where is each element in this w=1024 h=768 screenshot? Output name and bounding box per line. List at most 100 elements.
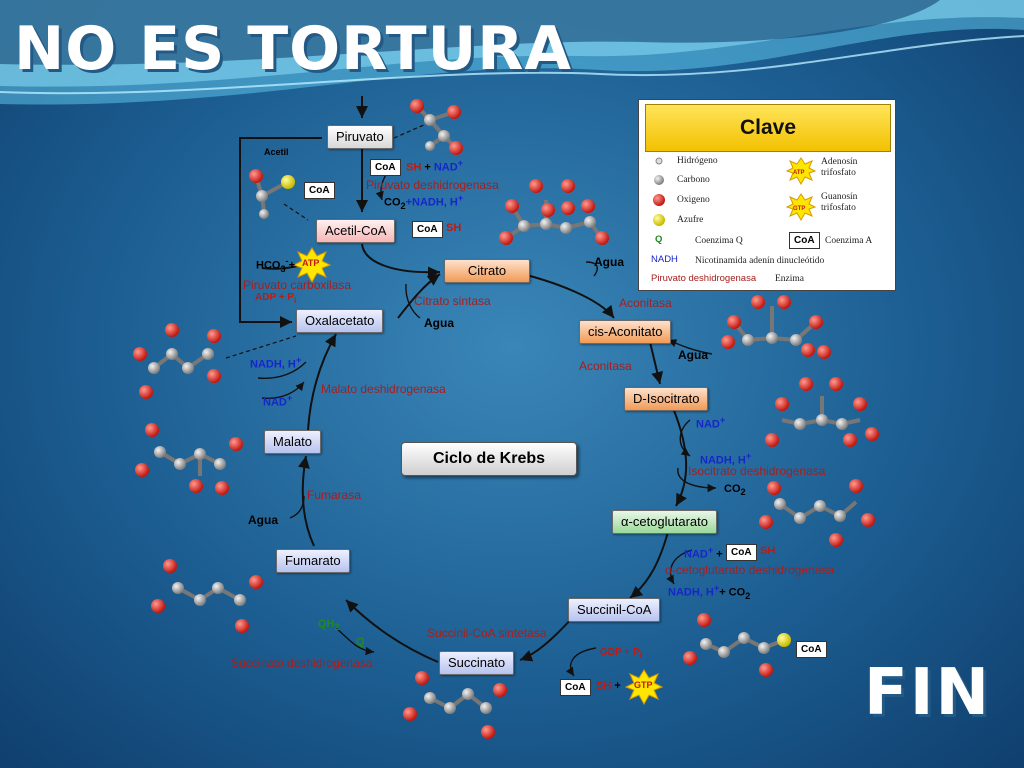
- legend-enzyme-example: Piruvato deshidrogenasa: [651, 273, 757, 284]
- label-gdp-pi: GDP + Pi: [600, 647, 642, 660]
- co2-isocitrato-text: CO: [724, 483, 741, 495]
- label-nadh-co2: NADH, H++ CO2: [668, 583, 751, 601]
- label-q: Q: [356, 636, 365, 648]
- enzyme-aconitasa-1: Aconitasa: [619, 296, 672, 310]
- metabolite-fumarato: Fumarato: [276, 549, 350, 573]
- metabolite-d-isocitrato: D-Isocitrato: [624, 387, 709, 411]
- legend-azufre: Azufre: [677, 215, 704, 225]
- legend-atp-text: ATP: [793, 170, 805, 176]
- label-atp-burst: ATP: [302, 258, 320, 268]
- label-co2-isocitrato: CO2: [724, 483, 746, 498]
- label-nad-cetoglutarato: NAD+ +: [684, 545, 723, 561]
- legend-nadh-symbol: NADH: [651, 254, 678, 265]
- cycle-arrows: [239, 96, 688, 663]
- metabolite-piruvato: Piruvato: [327, 125, 393, 149]
- nadh-isocitrato-text: NADH, H: [700, 454, 746, 467]
- nadh-ceto-text: NADH, H: [668, 586, 714, 599]
- label-agua-citrato: Agua: [594, 255, 624, 269]
- label-hco3: HCO3-+: [256, 256, 296, 274]
- coa-tag-piruvato: CoA: [370, 159, 401, 176]
- enzyme-succinato-deshidrogenasa: Succinato deshidrogenasa: [231, 656, 373, 670]
- metabolite-alfa-cetoglutarato: α-cetoglutarato: [612, 510, 718, 534]
- molecule-oxalacetato: [152, 352, 210, 370]
- metabolite-succinato: Succinato: [439, 651, 515, 675]
- sh-text: SH: [406, 161, 422, 174]
- metabolite-oxalacetato: Oxalacetato: [296, 309, 384, 333]
- label-sh-plus: SH +: [596, 680, 621, 692]
- label-nadh-malato: NADH, H+: [250, 355, 302, 371]
- wave-banner: [0, 0, 1024, 105]
- nadh-malato-text: NADH, H: [250, 358, 296, 371]
- legend-title: Clave: [645, 104, 891, 152]
- coa-tag-succinato: CoA: [560, 679, 591, 696]
- label-adp-pi: ADP + Pi: [255, 292, 297, 305]
- legend-hidrogeno: Hidrógeno: [677, 156, 718, 166]
- legend-q-symbol: Q: [655, 234, 663, 245]
- legend-gtp-desc-2: trifosfato: [821, 203, 856, 213]
- legend-gtp-desc-1: Guanosín: [821, 192, 858, 202]
- nadh-h-text: +NADH, H: [405, 196, 458, 209]
- legend-carbono: Carbono: [677, 175, 710, 185]
- coa-tag-succinil: CoA: [796, 641, 827, 658]
- qh2-text: QH: [318, 618, 335, 630]
- co2-ceto-text: + CO: [719, 586, 746, 599]
- atp-burst: [292, 247, 332, 284]
- metabolite-cis-aconitato: cis-Aconitato: [579, 320, 672, 344]
- co2-text: CO: [384, 196, 401, 209]
- legend-coenzima-q: Coenzima Q: [695, 236, 743, 246]
- plus-text: +: [421, 161, 434, 174]
- gdp-pi-text: GDP + P: [600, 647, 640, 658]
- metabolite-succinil-coa: Succinil-CoA: [568, 598, 661, 622]
- label-acetil: Acetil: [264, 147, 289, 157]
- legend-coa-symbol: CoA: [789, 232, 820, 249]
- label-gtp-burst: GTP: [634, 680, 653, 690]
- enzyme-isocitrato-deshidrogenasa: Isocitrato deshidrogenasa: [688, 464, 826, 478]
- label-agua-citrato-sintasa: Agua: [424, 316, 454, 330]
- molecule-fumarato: [177, 586, 241, 602]
- sh-succ-text: SH: [596, 680, 612, 692]
- hco3-plus: +: [288, 259, 296, 272]
- legend-enzima: Enzima: [775, 274, 805, 284]
- molecule-succinato: [429, 692, 488, 710]
- enzyme-malato-deshidrogenasa: Malato deshidrogenasa: [321, 382, 446, 396]
- legend-gtp-text: GTP: [793, 206, 806, 212]
- slide-title: NO ES TORTURA: [14, 14, 572, 84]
- nad-malato-text: NAD: [263, 396, 287, 409]
- legend-symbols: [653, 157, 817, 226]
- label-sh-cetoglutarato: SH: [760, 545, 776, 557]
- nad-text: NAD: [433, 161, 458, 174]
- hco3-text: HCO: [256, 259, 281, 272]
- legend-atp-desc-1: Adenosín: [821, 157, 858, 167]
- legend-oxigeno: Oxigeno: [677, 195, 710, 205]
- label-nad-malato: NAD+: [263, 393, 293, 409]
- coa-tag-acetil: CoA: [304, 182, 335, 199]
- gtp-burst: [624, 669, 664, 706]
- label-agua-aconitasa: Agua: [678, 348, 708, 362]
- metabolite-acetil-coa: Acetil-CoA: [316, 219, 396, 243]
- nad-ceto-text: NAD: [684, 548, 708, 561]
- enzyme-cetoglutarato-deshidrogenasa: α-cetoglutarato deshidrogenasa: [665, 563, 835, 577]
- enzyme-fumarasa: Fumarasa: [307, 488, 362, 502]
- adp-pi-text: ADP + P: [255, 292, 294, 303]
- label-nadh-isocitrato: NADH, H+: [700, 451, 752, 467]
- enzyme-succinil-coa-sintetasa: Succinil-CoA sintetasa: [427, 626, 547, 640]
- legend-coenzima-a: Coenzima A: [825, 236, 873, 246]
- label-qh2: QH2: [318, 618, 340, 633]
- cycle-title: Ciclo de Krebs: [401, 442, 577, 476]
- legend-panel: Clave Hidrógeno Carbono Oxigeno Azufre Q…: [638, 99, 896, 291]
- label-agua-fumarasa: Agua: [248, 513, 278, 527]
- label-co2-nadh: CO2+NADH, H+: [384, 193, 464, 211]
- legend-nadh-desc: Nicotinamida adenín dinucleótido: [695, 256, 825, 266]
- nad-isocitrato-text: NAD: [696, 418, 720, 431]
- legend-atp-desc-2: trifosfato: [821, 168, 856, 178]
- coa-tag-acetil-coa: CoA: [412, 221, 443, 238]
- enzyme-citrato-sintasa: Citrato sintasa: [414, 294, 491, 308]
- enzyme-piruvato-deshidrogenasa: Piruvato deshidrogenasa: [366, 178, 499, 192]
- metabolite-malato: Malato: [264, 430, 322, 454]
- label-sh-acetil-coa: SH: [446, 222, 462, 234]
- molecule-malato: [158, 450, 221, 476]
- end-text: FIN: [864, 656, 992, 730]
- enzyme-piruvato-carboxilasa: Piruvato carboxilasa: [243, 278, 352, 292]
- metabolite-citrato: Citrato: [444, 259, 530, 283]
